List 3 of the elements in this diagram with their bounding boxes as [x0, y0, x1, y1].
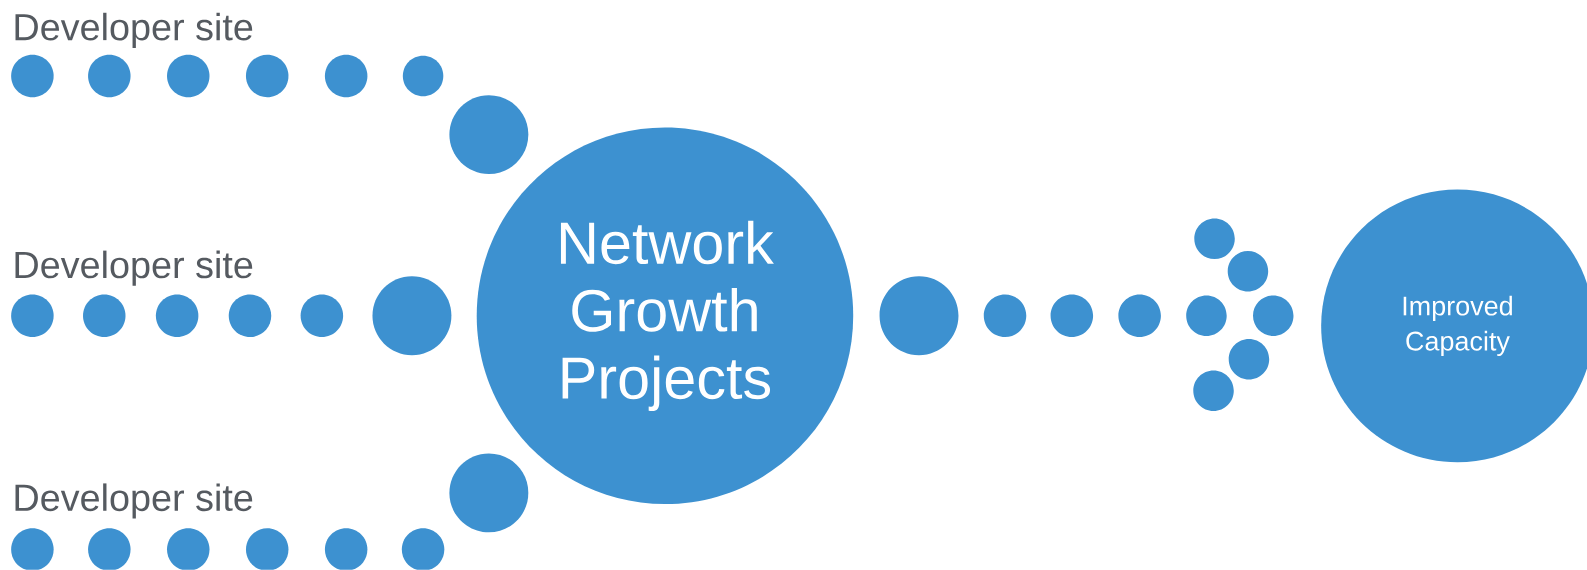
- site-label: Developer site: [15, 12, 253, 49]
- site-label: Developer site: [15, 483, 253, 519]
- site-label: Developer site: [15, 250, 253, 286]
